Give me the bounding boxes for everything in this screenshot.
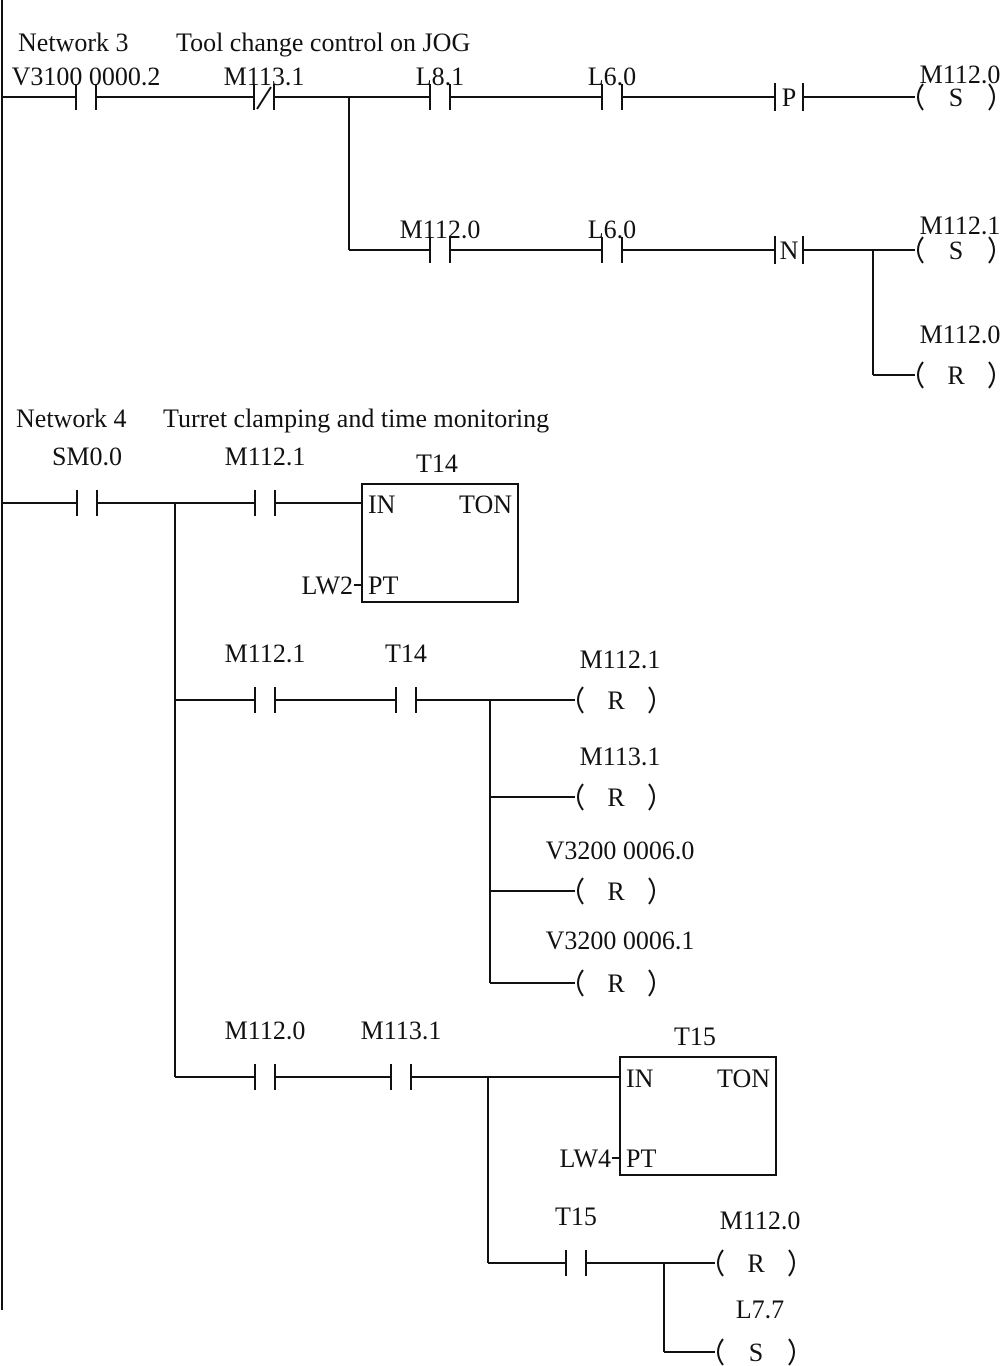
edge-detector: P xyxy=(774,83,804,112)
edge-detector: N xyxy=(774,236,804,265)
output-coil: R M113.1 xyxy=(577,742,661,812)
coil-address: M112.1 xyxy=(580,645,661,674)
timer-in-label: IN xyxy=(626,1064,654,1093)
coil-address: M112.0 xyxy=(920,60,1001,89)
normally-open-contact: M112.1 xyxy=(225,442,306,516)
network-4-title: Turret clamping and time monitoring xyxy=(163,404,549,433)
coil-operation: R xyxy=(607,686,625,715)
timer-pt-label: PT xyxy=(626,1144,656,1173)
edge-type: P xyxy=(782,83,796,112)
coil-operation: S xyxy=(949,83,963,112)
contact-address: L8.1 xyxy=(416,62,464,91)
timer-preset-value: LW4 xyxy=(560,1144,612,1173)
coil-address: M113.1 xyxy=(580,742,661,771)
coil-operation: R xyxy=(607,877,625,906)
contact-address: M113.1 xyxy=(361,1016,442,1045)
contact-address: SM0.0 xyxy=(52,442,122,471)
output-coil: R M112.0 xyxy=(717,1206,801,1278)
coil-address: V3200 0006.0 xyxy=(546,836,695,865)
coil-operation: S xyxy=(749,1338,763,1366)
normally-open-contact: M113.1 xyxy=(361,1016,442,1090)
contact-address: M112.1 xyxy=(225,442,306,471)
timer-in-label: IN xyxy=(368,490,396,519)
coil-operation: R xyxy=(747,1249,765,1278)
network-4-number: Network 4 xyxy=(16,404,126,433)
network-3-title: Tool change control on JOG xyxy=(176,28,470,57)
network-3-number: Network 3 xyxy=(18,28,128,57)
contact-address: L6.0 xyxy=(588,62,636,91)
normally-open-contact: SM0.0 xyxy=(52,442,122,516)
coil-address: L7.7 xyxy=(736,1295,784,1324)
normally-open-contact: M112.0 xyxy=(225,1016,306,1090)
timer-name: T15 xyxy=(674,1022,716,1051)
coil-operation: R xyxy=(947,361,965,390)
output-coil: R M112.1 xyxy=(577,645,661,715)
nc-slash xyxy=(256,86,272,110)
timer-name: T14 xyxy=(416,449,458,478)
normally-open-contact: L8.1 xyxy=(416,62,464,110)
contact-address: V3100 0000.2 xyxy=(12,62,161,91)
contact-address: M113.1 xyxy=(224,62,305,91)
output-coil: R V3200 0006.1 xyxy=(546,926,695,998)
output-coil: R M112.0 xyxy=(917,320,1001,390)
timer-pt-label: PT xyxy=(368,571,398,600)
coil-address: V3200 0006.1 xyxy=(546,926,695,955)
contact-address: M112.0 xyxy=(225,1016,306,1045)
normally-open-contact: M112.0 xyxy=(400,215,481,263)
contact-address: M112.0 xyxy=(400,215,481,244)
timer-preset-value: LW2 xyxy=(302,571,354,600)
normally-open-contact: T14 xyxy=(385,639,427,713)
edge-type: N xyxy=(780,236,799,265)
contact-address: T14 xyxy=(385,639,427,668)
timer-type: TON xyxy=(717,1064,770,1093)
coil-address: M112.0 xyxy=(920,320,1001,349)
normally-open-contact: L6.0 xyxy=(588,62,636,110)
contact-address: T15 xyxy=(555,1202,597,1231)
normally-closed-contact: M113.1 xyxy=(224,62,305,110)
timer-type: TON xyxy=(459,490,512,519)
normally-open-contact: V3100 0000.2 xyxy=(12,62,161,110)
contact-address: L6.0 xyxy=(588,215,636,244)
coil-operation: R xyxy=(607,783,625,812)
normally-open-contact: M112.1 xyxy=(225,639,306,713)
coil-address: M112.1 xyxy=(920,211,1001,240)
output-coil: R V3200 0006.0 xyxy=(546,836,695,906)
coil-operation: S xyxy=(949,236,963,265)
normally-open-contact: T15 xyxy=(555,1202,597,1276)
coil-address: M112.0 xyxy=(720,1206,801,1235)
normally-open-contact: L6.0 xyxy=(588,215,636,263)
contact-address: M112.1 xyxy=(225,639,306,668)
coil-operation: R xyxy=(607,969,625,998)
output-coil: S L7.7 xyxy=(717,1295,795,1366)
